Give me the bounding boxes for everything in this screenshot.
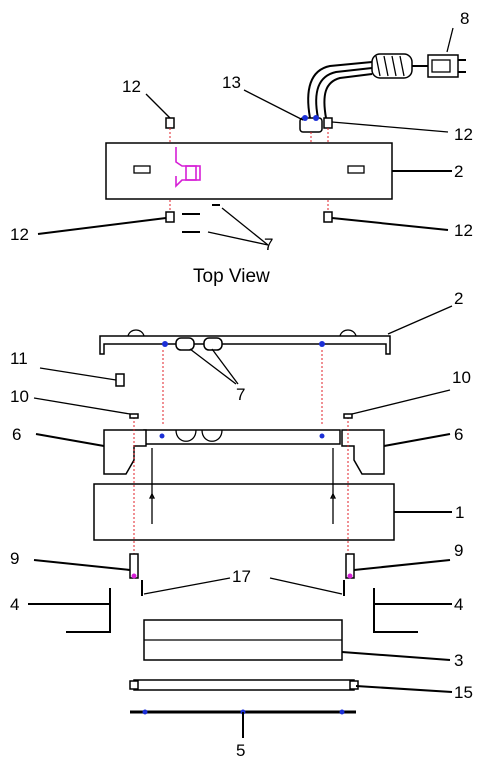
callout-10-right: 10 [452, 368, 471, 387]
callout-5: 5 [236, 741, 245, 760]
callout-12-top-left: 12 [122, 77, 141, 96]
power-cord [307, 53, 466, 119]
callout-15: 15 [454, 683, 473, 702]
ballast-box [93, 483, 395, 541]
callout-7-top: 7 [264, 235, 273, 254]
lens-diffuser [143, 619, 343, 661]
callout-8: 8 [460, 9, 469, 28]
callout-12-bottom-left: 12 [10, 225, 29, 244]
housing-top-view [105, 142, 393, 206]
callout-12-bottom-right: 12 [454, 221, 473, 240]
hanger-brackets [141, 580, 345, 596]
callout-1: 1 [455, 503, 464, 522]
grommets-top [182, 213, 200, 233]
callout-4-left: 4 [10, 595, 19, 614]
top-view-title: Top View [193, 266, 270, 287]
callout-2-top: 2 [454, 162, 463, 181]
callout-6-right: 6 [454, 425, 463, 444]
callout-9-left: 9 [10, 549, 19, 568]
callout-2-exploded: 2 [454, 289, 463, 308]
callout-6-left: 6 [12, 425, 21, 444]
cord-connector [299, 115, 323, 148]
housing-side-view [99, 329, 391, 424]
callout-12-top-right: 12 [454, 125, 473, 144]
callout-9-right: 9 [454, 541, 463, 560]
callout-3: 3 [454, 651, 463, 670]
callout-17: 17 [232, 567, 251, 586]
small-cap [39, 367, 125, 387]
callout-10-left: 10 [10, 387, 29, 406]
callout-4-right: 4 [454, 595, 463, 614]
reflector-channel [143, 429, 341, 445]
callout-13: 13 [222, 73, 241, 92]
springs [129, 553, 355, 579]
callout-11: 11 [10, 349, 28, 368]
mounting-plate [130, 709, 356, 738]
mounting-rods [129, 413, 353, 574]
fluorescent-tube [129, 679, 359, 691]
callout-7-exploded: 7 [236, 385, 245, 404]
side-brackets [66, 588, 418, 633]
